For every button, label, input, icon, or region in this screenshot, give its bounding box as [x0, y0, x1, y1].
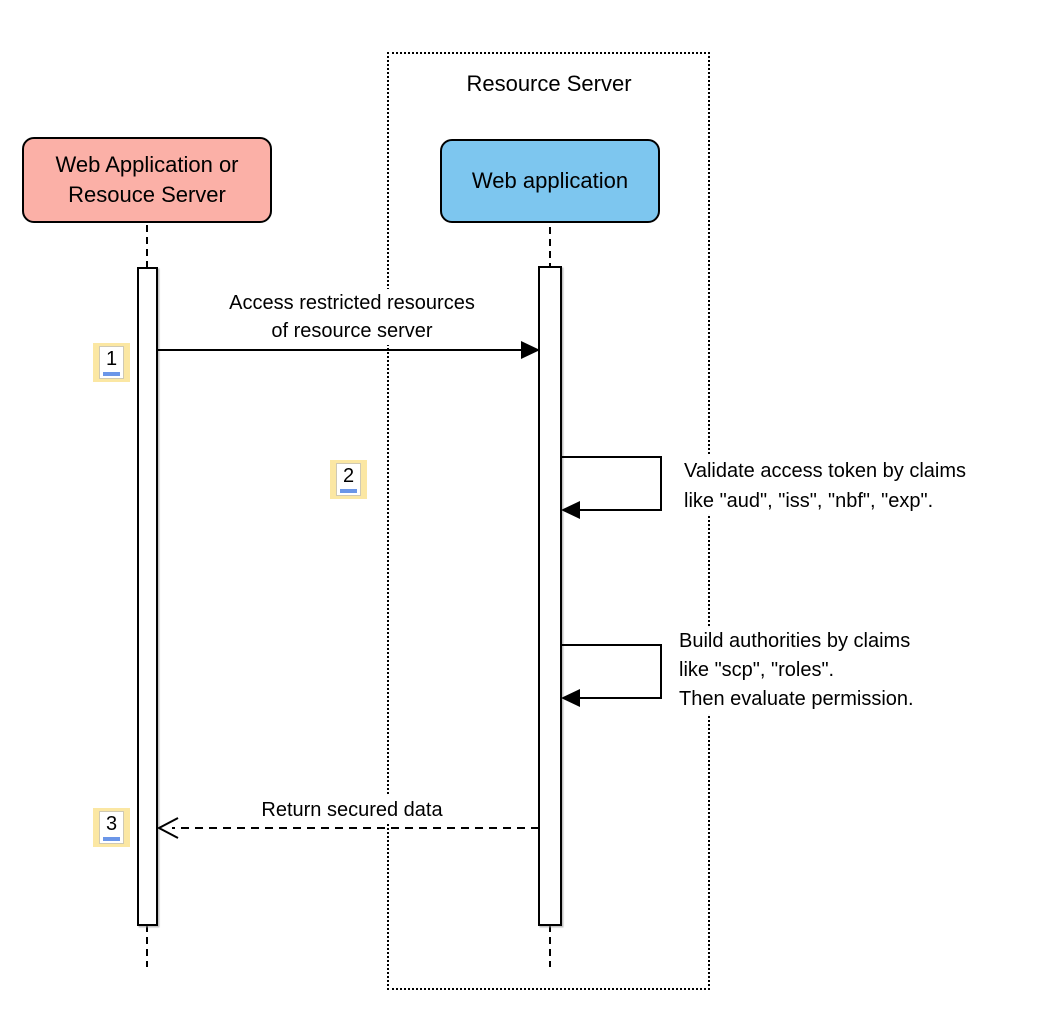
- build-authorities-label-line2: like "scp", "roles".: [679, 659, 835, 681]
- step-badge-1-inner: 1: [99, 346, 124, 379]
- step-badge-3-underline: [103, 837, 120, 841]
- activation-bar-left: [137, 267, 158, 926]
- build-authorities-label-line1: Build authorities by claims: [679, 630, 911, 652]
- return-message-open-arrowhead-icon: [156, 817, 179, 839]
- build-authorities-label: Build authorities by claims like "scp", …: [676, 627, 917, 714]
- step-badge-2-number: 2: [342, 465, 355, 487]
- actor-left-label-line1: Web Application or: [55, 152, 239, 177]
- message-1-label-line2: of resource server: [271, 320, 433, 342]
- step-badge-3-inner: 3: [99, 811, 124, 844]
- build-authorities-label-line3: Then evaluate permission.: [679, 688, 914, 710]
- return-message-label-text: Return secured data: [261, 799, 443, 821]
- step-badge-2: 2: [330, 460, 367, 499]
- actor-left-label-line2: Resouce Server: [68, 182, 226, 207]
- actor-right-label: Web application: [471, 168, 629, 193]
- boundary-title: Resource Server: [466, 71, 632, 96]
- step-badge-1-number: 1: [105, 348, 118, 370]
- actor-web-application-or-resource-server: Web Application or Resouce Server: [22, 137, 272, 223]
- step-badge-3: 3: [93, 808, 130, 847]
- message-1-label-line1: Access restricted resources: [229, 292, 475, 314]
- resource-server-boundary: [387, 52, 710, 990]
- self-message-build-loop: [561, 644, 662, 699]
- validate-token-label-line1: Validate access token by claims: [684, 460, 966, 482]
- step-badge-3-number: 3: [105, 813, 118, 835]
- actor-web-application: Web application: [440, 139, 660, 223]
- step-badge-1: 1: [93, 343, 130, 382]
- step-badge-1-underline: [103, 372, 120, 376]
- validate-token-label: Validate access token by claims like "au…: [681, 456, 969, 516]
- self-message-validate-loop: [561, 456, 662, 511]
- return-message-label: Return secured data: [258, 796, 446, 824]
- message-1-label: Access restricted resources of resource …: [226, 289, 478, 345]
- self-message-validate-arrowhead-icon: [561, 501, 580, 519]
- step-badge-2-inner: 2: [336, 463, 361, 496]
- self-message-build-arrowhead-icon: [561, 689, 580, 707]
- step-badge-2-underline: [340, 489, 357, 493]
- validate-token-label-line2: like "aud", "iss", "nbf", "exp".: [684, 490, 934, 512]
- activation-bar-right: [538, 266, 562, 926]
- message-1-arrowhead-icon: [521, 341, 540, 359]
